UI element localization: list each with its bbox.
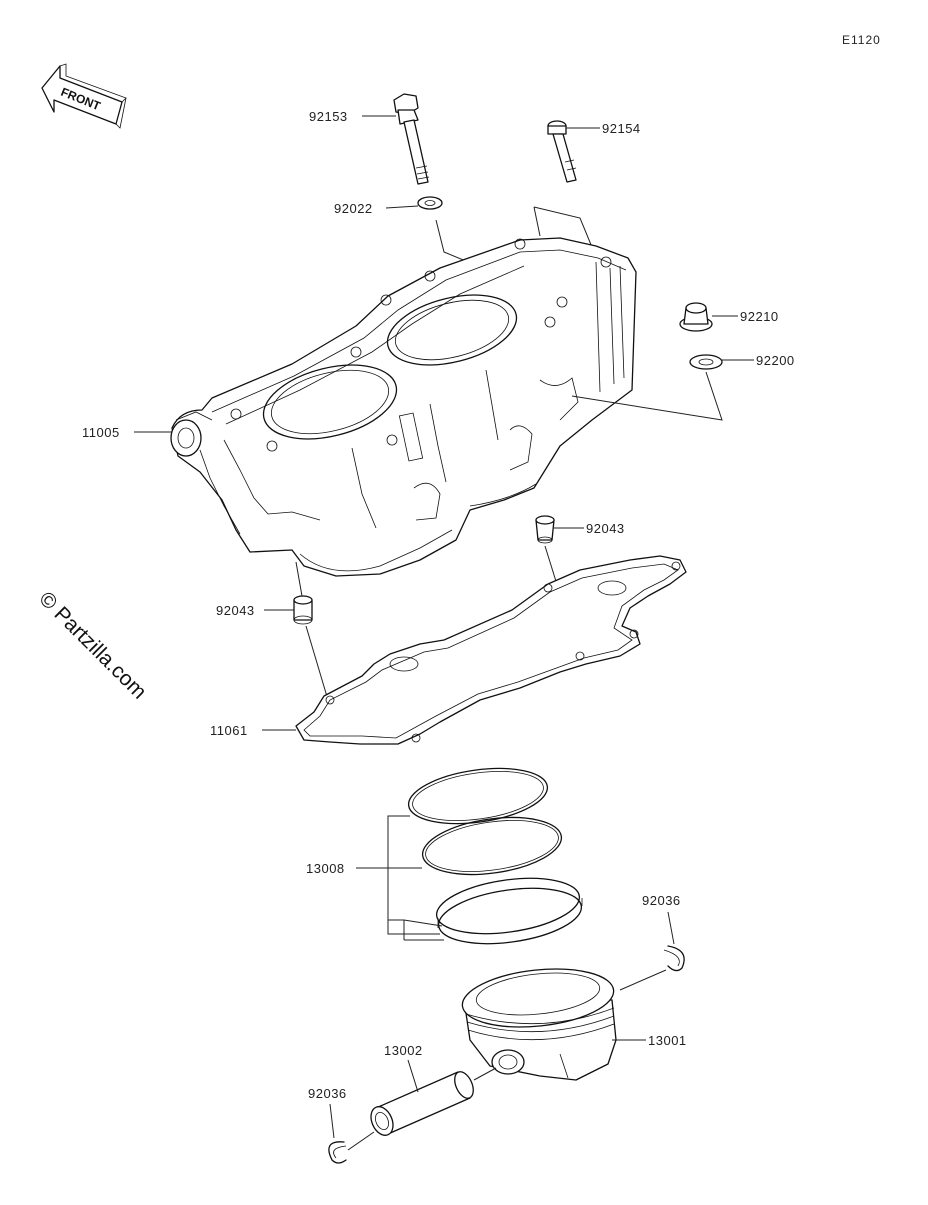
part-label-92043-right: 92043 [586,521,625,536]
piston-pin-13002-drawing [370,1071,474,1136]
leader-13002 [407,1059,419,1093]
dowel-pin-92043-left-drawing [293,595,313,625]
front-arrow-icon: FRONT [41,63,127,129]
leader-92036-right [667,911,675,945]
washer-92022-drawing [417,196,443,210]
washer-92200-drawing [689,354,723,370]
part-label-92153: 92153 [309,109,348,124]
diagram-code: E1120 [842,33,881,47]
bracket-13008 [387,815,440,935]
part-label-92036-left: 92036 [308,1086,347,1101]
part-label-92200: 92200 [756,353,795,368]
part-label-13002: 13002 [384,1043,423,1058]
leader-92036-left [329,1103,335,1139]
part-label-13001: 13001 [648,1033,687,1048]
part-label-92210: 92210 [740,309,779,324]
bolt-92153-drawing [393,93,430,185]
bolt-guide-line-right [533,206,595,253]
cylinder-block-11005-drawing [170,237,637,577]
part-label-92036-right: 92036 [642,893,681,908]
circlip-92036-left-drawing [328,1141,347,1164]
part-label-92043-left: 92043 [216,603,255,618]
guide-line-92200 [571,371,723,421]
piston-13001-drawing [461,968,617,1081]
part-label-11005: 11005 [82,425,120,440]
part-label-92154: 92154 [602,121,641,136]
guide-92210-drawing [679,302,713,332]
part-label-13008: 13008 [306,861,345,876]
piston-ring-set-13008-drawing [407,767,583,945]
part-label-11061: 11061 [210,723,248,738]
leader-92022 [385,205,419,209]
dowel-pin-92043-right-drawing [535,515,555,544]
bolt-92154-drawing [547,120,577,183]
gasket-11061-drawing [295,555,687,745]
watermark-text: © Partzilla.com [34,587,150,703]
circlip-92036-right-drawing [663,945,685,972]
part-label-92022: 92022 [334,201,373,216]
